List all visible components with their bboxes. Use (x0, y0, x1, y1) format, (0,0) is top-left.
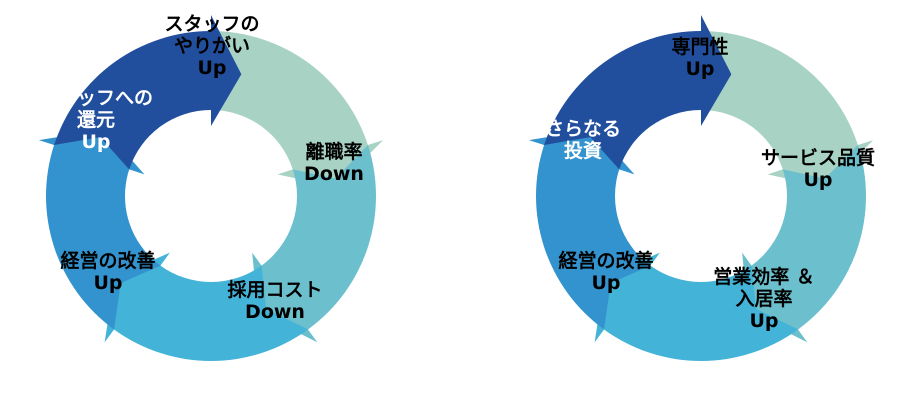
label-line: Up (803, 169, 832, 191)
label-line: Up (685, 58, 714, 80)
cycle-2-segment-3 (594, 252, 798, 361)
label-line: Down (245, 301, 305, 323)
cycle-1-segment-1 (211, 31, 384, 188)
label-line: Up (749, 310, 778, 332)
label-line: 経営の改善 (60, 249, 155, 272)
label-line: 還元 (77, 109, 115, 131)
cycle-1-segment-5 (54, 15, 242, 170)
label-line: やりがい (174, 34, 250, 57)
label-line: 投資 (564, 139, 602, 162)
label-line: 営業効率 ＆ (713, 265, 815, 288)
label-line: 離職率 (305, 140, 362, 163)
label-line: 経営の改善 (558, 249, 653, 272)
label-line: スタッフへの (39, 87, 153, 109)
label-line: Up (197, 57, 226, 79)
cycle-1-segment-2 (252, 145, 376, 343)
cycle-2-segment-1 (701, 31, 874, 188)
label-line: Down (304, 163, 364, 185)
label-line: さらなる (545, 118, 621, 140)
label-line: スタッフの (164, 13, 259, 35)
label-line: Up (591, 272, 620, 294)
label-line: 採用コスト (227, 279, 322, 301)
cycle-1-segment-3 (104, 252, 308, 361)
cycle-2-label-5: さらなる投資 (545, 118, 621, 162)
cycle-2-segment-2 (742, 145, 866, 343)
label-line: サービス品質 (761, 146, 875, 169)
cycle-1-segment-4 (38, 129, 161, 330)
label-line: 専門性 (671, 35, 728, 58)
label-line: Up (93, 272, 122, 294)
cycle-2-segment-4 (528, 129, 651, 330)
label-line: 入居率 (735, 287, 792, 310)
cycle-2-segment-5 (544, 15, 732, 170)
label-line: Up (81, 131, 110, 153)
